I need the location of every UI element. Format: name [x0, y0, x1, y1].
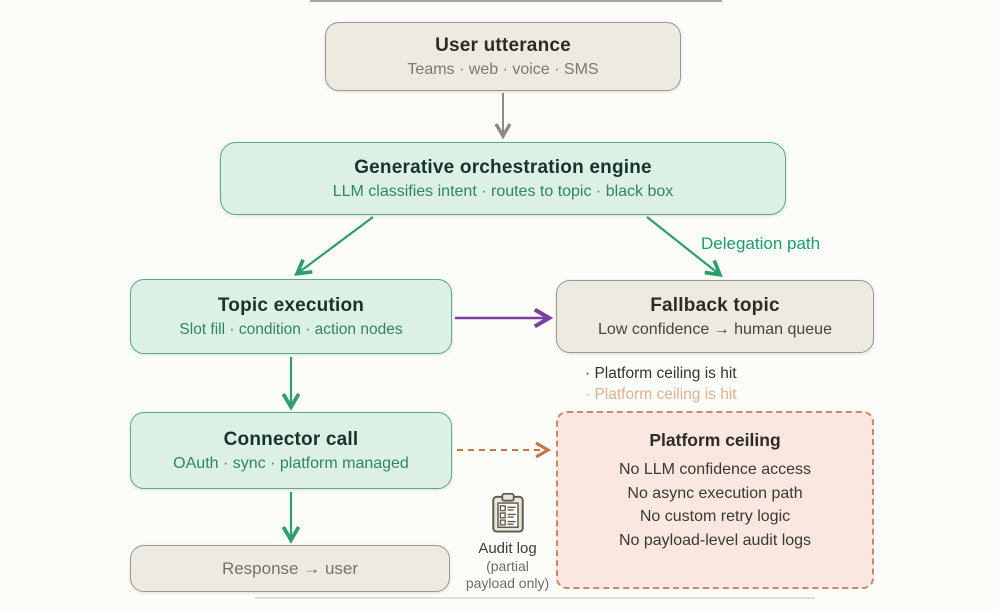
audit-log-annotation: Audit log (partial payload only)	[445, 492, 570, 592]
platform-ceiling-item: No async execution path	[627, 484, 803, 502]
trigger-note-faded: · Platform ceiling is hit	[585, 386, 737, 403]
connector-call-title: Connector call	[223, 428, 359, 450]
node-platform-ceiling: Platform ceiling No LLM confidence acces…	[556, 411, 874, 589]
engine-subtitle: LLM classifies intent · routes to topic …	[332, 182, 674, 200]
audit-log-title: Audit log	[478, 540, 537, 557]
platform-ceiling-item: No custom retry logic	[639, 508, 791, 525]
topic-execution-subtitle: Slot fill · condition · action nodes	[179, 320, 403, 338]
fallback-trigger-notes: · Platform ceiling is hit · Platform cei…	[585, 363, 737, 405]
response-title: Response → user	[221, 558, 359, 578]
node-orchestration-engine: Generative orchestration engine LLM clas…	[220, 142, 786, 215]
audit-log-note: (partial	[486, 558, 529, 574]
engine-title: Generative orchestration engine	[354, 156, 652, 178]
node-fallback-topic: Fallback topic Low confidence → human qu…	[556, 280, 874, 353]
user-utterance-title: User utterance	[435, 34, 571, 56]
delegation-path-label: Delegation path	[701, 234, 821, 253]
connector-call-subtitle: OAuth · sync · platform managed	[173, 454, 409, 472]
topic-execution-title: Topic execution	[217, 294, 365, 316]
video-artifact-top	[310, 0, 722, 2]
platform-ceiling-item: No LLM confidence access	[618, 461, 812, 478]
node-response: Response → user	[130, 545, 450, 592]
platform-ceiling-item: No payload-level audit logs	[618, 531, 812, 549]
clipboard-icon	[491, 492, 524, 533]
node-topic-execution: Topic execution Slot fill · condition · …	[130, 279, 452, 354]
trigger-note-dark: · Platform ceiling is hit	[585, 365, 737, 382]
audit-log-note: payload only)	[465, 575, 550, 591]
arrow-engine-to-topic	[298, 216, 374, 273]
fallback-topic-subtitle: Low confidence → human queue	[598, 320, 832, 338]
video-artifact-bottom	[255, 597, 815, 599]
platform-ceiling-title: Platform ceiling	[649, 430, 781, 450]
user-utterance-subtitle: Teams · web · voice · SMS	[407, 60, 599, 78]
node-connector-call: Connector call OAuth · sync · platform m…	[130, 412, 452, 489]
node-user-utterance: User utterance Teams · web · voice · SMS	[325, 22, 681, 91]
fallback-topic-title: Fallback topic	[650, 294, 780, 316]
